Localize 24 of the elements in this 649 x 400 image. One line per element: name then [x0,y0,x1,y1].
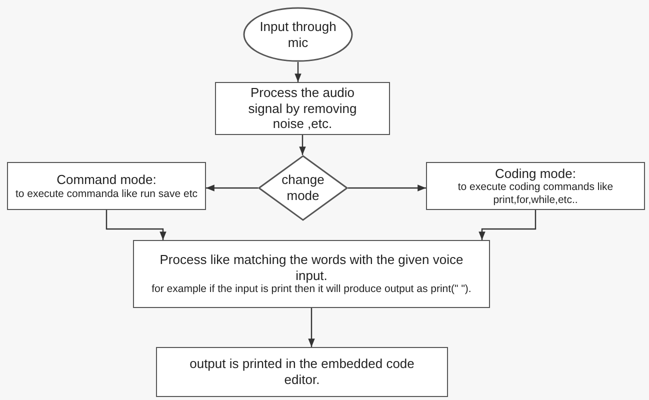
node-text: Process the audio signal by removing noise ,etc. [247,85,358,132]
arrow [348,184,426,192]
process-box [426,162,645,210]
node-text: change mode [280,172,326,204]
node-description: to execute coding commands like print,for,while,etc.. [456,181,614,206]
node-description: to execute commanda like run save etc [15,188,198,200]
arrow [478,210,536,240]
decision-diamond [258,155,348,221]
node-text: output is printed in the embedded code editor. [188,356,416,388]
node-text: Coding mode: [495,166,576,182]
arrow [106,210,166,240]
arrow [206,184,258,192]
node-text: Process like matching the words with the given voice input. [158,252,464,284]
node-text: Command mode: [56,172,156,188]
process-box [7,162,206,210]
node-description: for example if the input is print then it will produce output as print(" "). [152,283,472,296]
process-box [215,82,390,135]
arrow [294,62,302,82]
node-text: Input through mic [258,18,338,50]
arrow [308,308,315,347]
process-box [133,240,490,308]
arrow [299,135,306,155]
process-box [156,347,448,397]
start-ellipse [243,7,353,62]
